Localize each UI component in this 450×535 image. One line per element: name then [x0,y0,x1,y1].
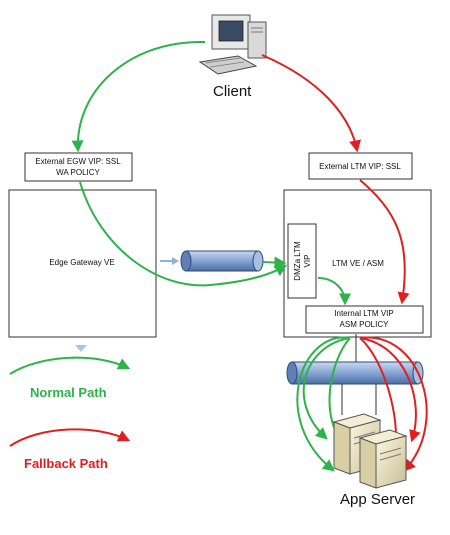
dmz-line2: VIP [303,255,312,268]
egw-vip-line1: External EGW VIP: SSL [35,157,121,166]
normal-path-tunnel-to-dmz [262,256,287,269]
client-computer-icon [198,14,267,75]
normal-path-client-to-egw [71,40,206,153]
normal-path-ltm-to-internal [317,277,351,306]
edge-gateway-box: Edge Gateway VE [8,189,157,338]
ltm-vip-line1: External LTM VIP: SSL [319,162,401,171]
app-server-label: App Server [340,491,415,508]
external-egw-vip-box: External EGW VIP: SSL WA POLICY [24,152,133,182]
tunnel-small-arrowhead [172,257,179,265]
fallback-path-to-server-a [359,337,421,443]
internal-vip-line1: Internal LTM VIP [334,309,393,318]
ltm-ve-label: LTM VE / ASM [332,259,384,268]
legend: Normal Path Fallback Path [9,356,131,471]
small-down-triangle-icon [75,345,87,352]
client-label: Client [213,83,252,100]
edge-gateway-label: Edge Gateway VE [49,258,114,267]
external-ltm-vip-box: External LTM VIP: SSL [308,152,413,180]
normal-path-egw-to-dmz [79,181,288,287]
dmz-ltm-vip-box: DMZa LTM VIP [287,223,317,299]
server-unit-front [358,429,408,489]
normal-path-to-server-a [302,337,351,440]
app-server-icon [332,413,408,489]
internal-ltm-vip-box: Internal LTM VIP ASM POLICY [305,305,424,334]
fallback-path-client-to-ltm [261,54,361,153]
legend-fallback-arrow [9,428,131,447]
legend-normal-arrow [9,356,131,375]
fallback-path-ltm-to-internal [359,179,410,305]
dmz-line1: DMZa LTM [293,241,302,281]
egw-vip-line2: WA POLICY [56,168,100,177]
fallback-path-to-server-b [359,336,428,472]
legend-fallback-label: Fallback Path [24,456,108,471]
network-tunnel-icon [180,250,264,272]
internal-vip-line2: ASM POLICY [340,320,390,329]
normal-path-to-server-b [296,336,351,472]
legend-normal-label: Normal Path [30,385,107,400]
